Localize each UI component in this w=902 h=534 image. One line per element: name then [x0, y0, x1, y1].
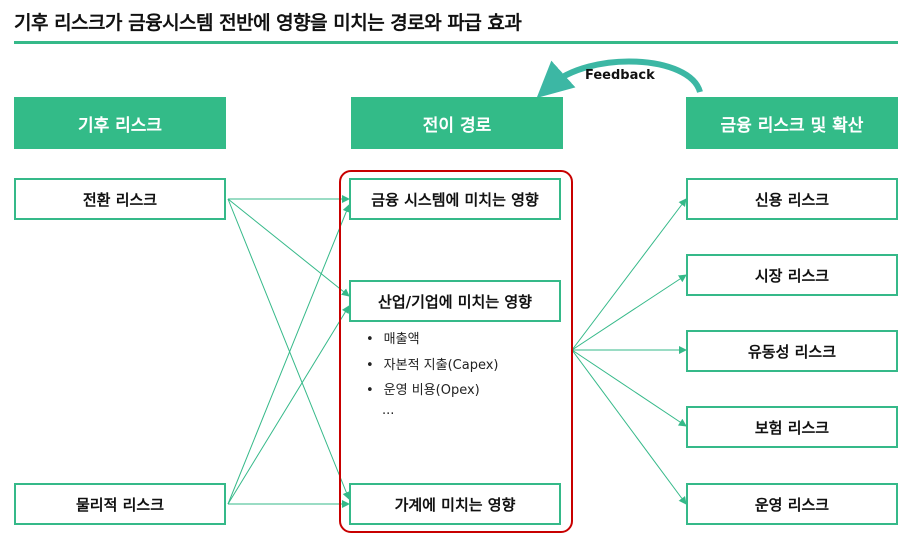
- arrow-transition-household: [227, 198, 351, 500]
- title-divider: [14, 41, 898, 44]
- feedback-arrow: [536, 58, 703, 99]
- liquidity-risk-box: 유동성 리스크: [686, 330, 898, 372]
- transition-risk-box: 전환 리스크: [14, 178, 226, 220]
- industry-impact-box: 산업/기업에 미치는 영향: [349, 280, 561, 322]
- finance-impact-box: 금융 시스템에 미치는 영향: [349, 178, 561, 220]
- arrow-to-credit: [571, 198, 687, 351]
- operational-risk-box: 운영 리스크: [686, 483, 898, 525]
- transmission-group: [339, 170, 573, 533]
- household-impact-box: 가계에 미치는 영향: [349, 483, 561, 525]
- header-transmission: 전이 경로: [351, 97, 563, 149]
- feedback-label: Feedback: [585, 68, 655, 83]
- list-item: ...: [382, 402, 395, 418]
- page-title: 기후 리스크가 금융시스템 전반에 영향을 미치는 경로와 파급 효과: [14, 12, 522, 34]
- list-item: 매출액: [366, 327, 499, 353]
- arrow-physical-industry: [227, 305, 350, 505]
- header-financial-risk: 금융 리스크 및 확산: [686, 97, 898, 149]
- arrow-to-market: [571, 274, 687, 351]
- insurance-risk-box: 보험 리스크: [686, 406, 898, 448]
- industry-items: 매출액 자본적 지출(Capex) 운영 비용(Opex) ...: [366, 327, 499, 418]
- physical-risk-box: 물리적 리스크: [14, 483, 226, 525]
- arrow-transition-industry: [227, 198, 350, 297]
- arrow-to-insurance: [571, 349, 687, 427]
- credit-risk-box: 신용 리스크: [686, 178, 898, 220]
- arrow-physical-finance: [227, 204, 351, 505]
- list-item: 운영 비용(Opex): [366, 378, 499, 404]
- market-risk-box: 시장 리스크: [686, 254, 898, 296]
- arrow-to-operational: [571, 349, 687, 505]
- list-item: 자본적 지출(Capex): [366, 353, 499, 379]
- header-climate-risk: 기후 리스크: [14, 97, 226, 149]
